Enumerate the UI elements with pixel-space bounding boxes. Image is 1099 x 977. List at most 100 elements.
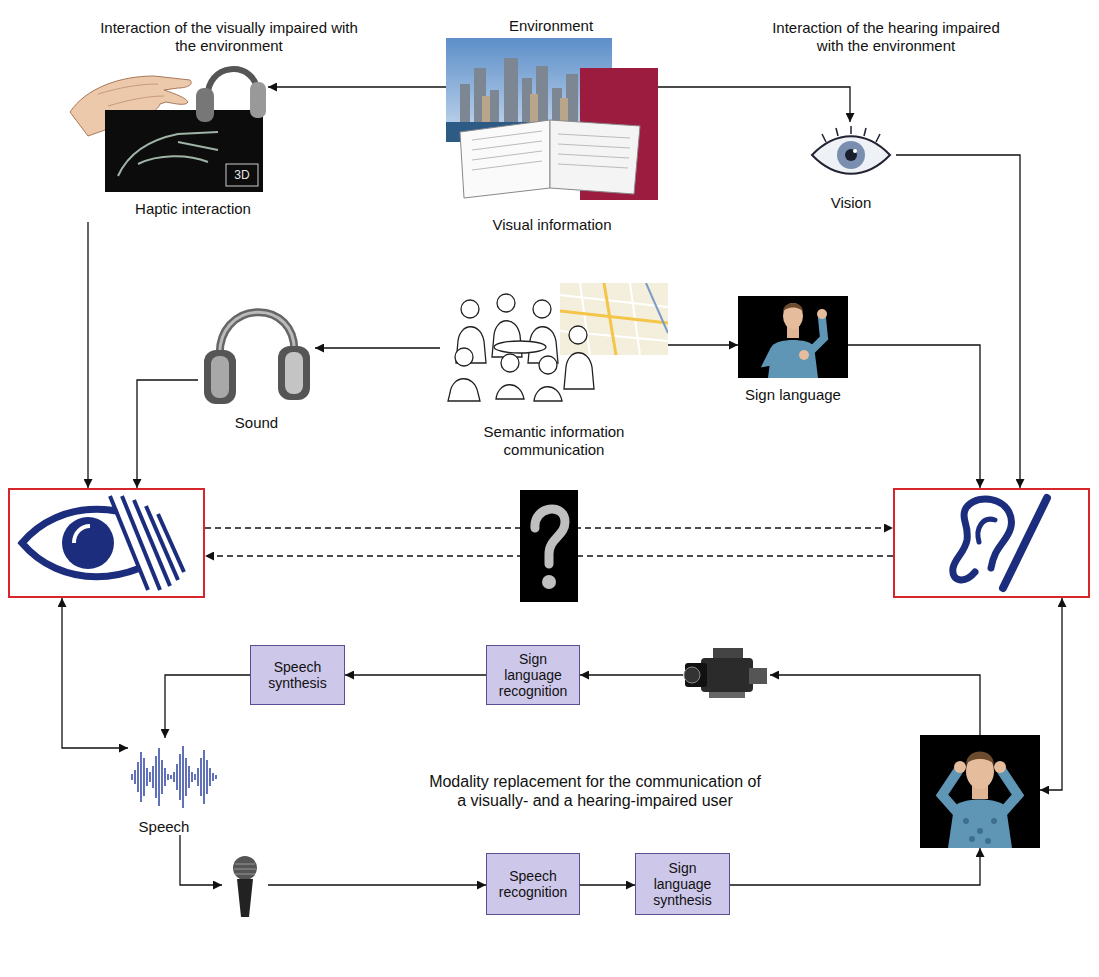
question-mark-picture-part [535,509,565,564]
people-and-map-picture-part-part [494,341,546,353]
eye-picture-part [853,149,857,153]
signing-avatar-picture-part [994,761,1006,773]
low-vision-symbol-part [110,496,184,590]
panel-title: Modality replacement for the communicati… [425,772,765,810]
caption: Visual information [446,216,658,234]
city-and-book-picture-part-part [558,144,630,148]
hearing-impaired-symbol-part [978,519,995,542]
connector [315,347,440,348]
question-mark-picture-part [520,490,578,602]
people-and-map-picture-part-part [580,283,590,355]
people-and-map-picture-part-part [539,356,557,374]
picture-box [222,853,268,919]
people-and-map-picture-part-part [455,348,473,366]
people-and-map-picture-part-part [569,326,587,344]
question-mark-picture [520,490,578,602]
headphones-picture-part [198,290,315,410]
picture-box [683,640,770,710]
people-and-map-picture-part [646,283,668,333]
people-and-map-picture-part [560,283,668,355]
headphones-picture-part [285,352,303,394]
group-panel: Interaction of the visually impaired wit… [55,12,402,438]
people-and-map-picture-part-part [497,294,515,312]
signing-avatar-picture-part-part [991,818,997,824]
eye-picture-part [806,122,896,188]
people-and-map-picture-part-part [496,385,524,399]
signing-avatar-picture-part [768,350,800,362]
haptic-picture-part [196,88,214,122]
microphone-picture-part [222,853,268,919]
haptic-picture-part [98,84,164,106]
process-box: Speech synthesis [250,645,345,705]
city-and-book-picture-part-part [558,134,630,138]
eye-picture-part-part [822,134,826,142]
signing-avatar-picture [920,735,1040,848]
group-panel: Interaction of the hearing impaired with… [724,12,1047,435]
hearing-impaired-symbol-part [1003,498,1047,588]
low-vision-symbol-part-part [134,500,170,586]
camera-picture [683,640,770,710]
picture-box: Semantic information communication [440,283,668,468]
question-mark-picture-part [542,575,556,589]
connector [165,675,250,738]
eye-picture-part-part [876,134,880,142]
symbol-box [893,488,1090,598]
eye-picture-part [845,149,857,161]
haptic-picture-part [118,132,218,176]
camera-picture-part [749,668,767,684]
picture-box: Visual information [446,38,658,238]
signing-avatar-picture-part-part [977,828,983,834]
connector [87,222,88,488]
signing-avatar-picture-part [812,318,824,350]
eye-picture-part-part [864,128,866,136]
eye-picture-part [812,136,890,174]
picture-box: Sign language [738,296,848,410]
signing-avatar-picture-part [768,340,818,378]
connector [730,848,980,885]
connector [268,884,486,885]
connector [345,674,486,675]
city-and-book-picture-part [446,38,658,200]
city-and-book-picture-part [472,131,630,170]
caption: Vision [806,194,896,212]
city-and-book-picture-part-part [530,94,538,124]
camera-picture-part [713,648,743,658]
city-and-book-picture-part [460,58,578,124]
picture-box: Vision [806,122,896,217]
people-and-map-picture-part [560,283,668,355]
microphone-picture-part-part [235,874,255,875]
connector [137,380,198,488]
symbol-box [8,488,205,598]
signing-avatar-picture-part [920,735,1040,848]
headphones-picture [198,290,315,410]
signing-avatar-picture [738,296,848,378]
signing-avatar-picture-part-part [985,838,991,844]
haptic-picture-part [250,82,266,118]
headphones-picture-part [278,346,310,400]
process-box: Sign language synthesis [635,853,730,915]
panel-title: Environment [408,17,694,35]
panel-title: Interaction of the hearing impaired with… [760,19,1012,55]
signing-avatar-picture-part [966,752,994,766]
low-vision-symbol-part-part [158,514,184,572]
eye-picture [806,122,896,188]
city-and-book-picture-part-part [472,151,542,160]
caption: Haptic interaction [118,200,268,218]
connector [658,87,850,122]
signing-avatar-picture-part [963,818,997,844]
connector [580,884,635,885]
headphones-picture-part [211,356,229,398]
group-panel: Environment Visual information Semantic … [408,10,694,475]
city-and-book-picture [446,38,658,200]
hearing-impaired-symbol-part [895,490,1088,596]
city-and-book-picture-part-part [482,96,490,124]
signing-avatar-picture-part [783,303,803,312]
signing-avatar-picture-part [954,761,966,773]
camera-picture-part [701,658,753,692]
caption: Sound [198,414,315,432]
people-and-map-picture-part-part [461,300,479,318]
low-vision-symbol-part-part [122,496,160,590]
eye-picture-part-part [836,128,838,136]
low-vision-symbol-part [62,517,114,569]
